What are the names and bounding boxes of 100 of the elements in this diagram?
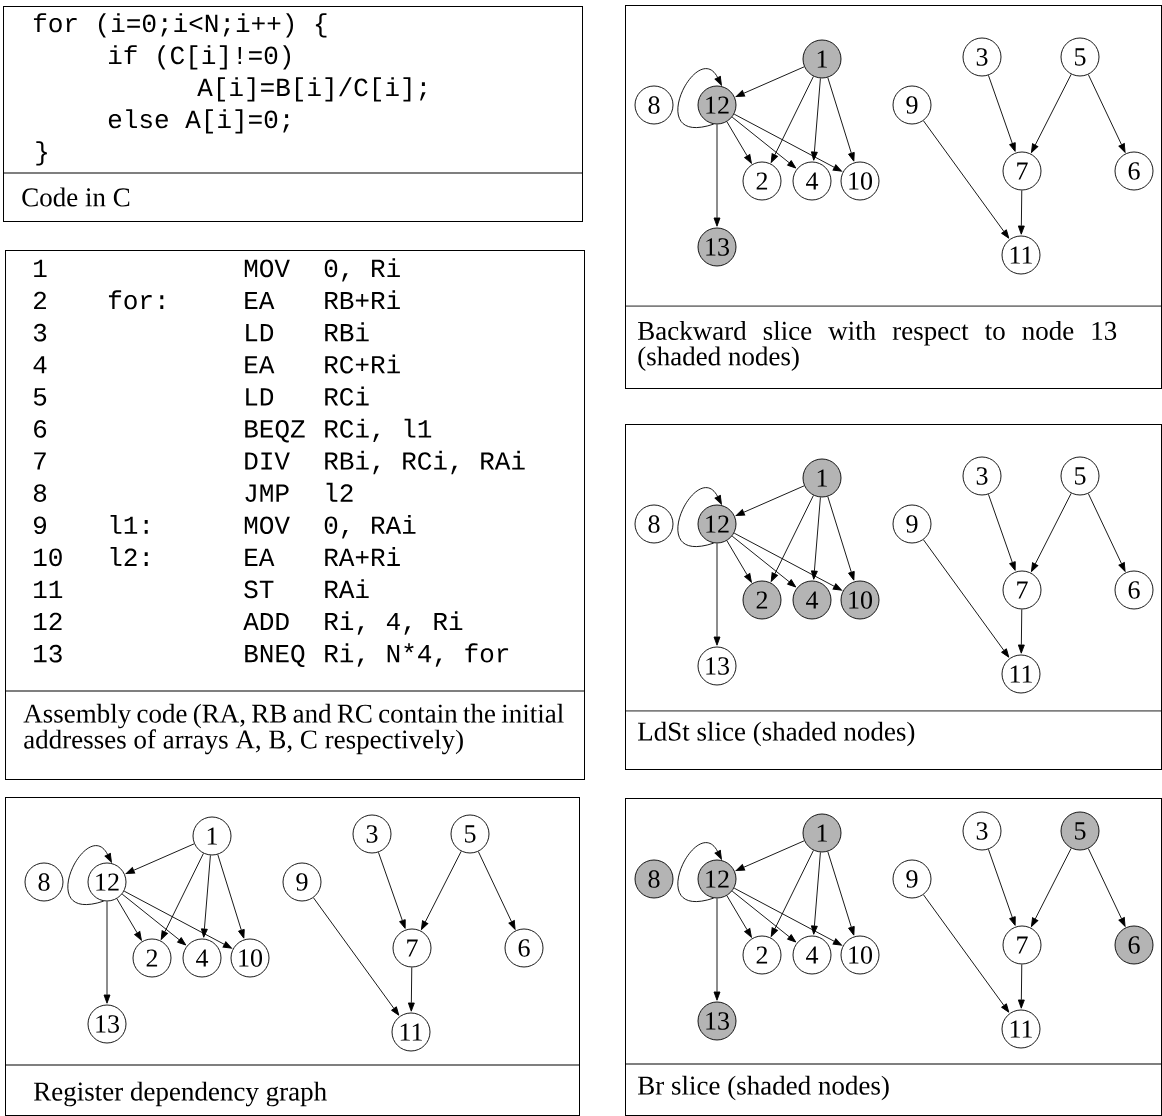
arrow	[1017, 964, 1025, 1009]
graph-node: 1	[802, 813, 842, 853]
arrow	[827, 77, 855, 162]
code-text: DIV	[245, 452, 290, 470]
graph-node: 4	[792, 580, 832, 620]
code-text: LD	[246, 324, 274, 342]
graph-node: 7	[1002, 151, 1042, 191]
arrow	[313, 897, 400, 1016]
graph-node: 2	[742, 580, 782, 620]
code-text: for:	[108, 290, 164, 310]
arrow	[827, 851, 855, 936]
graph-node: 3	[352, 814, 392, 854]
code-text: LD	[246, 388, 274, 406]
arrow	[731, 535, 797, 588]
arrow	[770, 495, 814, 582]
graph-node: 13	[87, 1004, 127, 1044]
graph-node: 7	[1002, 925, 1042, 965]
arrow	[713, 124, 721, 227]
code-text: EA	[245, 291, 275, 310]
arrow	[770, 76, 814, 163]
panel-label: Assembly code (RA, RB and RC contain the initial addresses of arrays A, B, C respectively)	[23, 703, 564, 755]
graph-node: 9	[892, 859, 932, 899]
graph-node: 8	[634, 859, 674, 899]
loop-arrow	[677, 68, 722, 128]
code-text: 9	[34, 516, 46, 535]
code-text: Ri, N*4, for	[325, 643, 509, 667]
code-text: 11	[34, 580, 63, 598]
graph-node: 11	[391, 1012, 431, 1052]
code-text: 0, RAi	[324, 514, 416, 539]
graph-node: 7	[1002, 570, 1042, 610]
code-text: 7	[34, 452, 46, 470]
panel-label: Code in C	[22, 187, 130, 207]
panel-label: Br slice (shaded nodes)	[638, 1075, 889, 1101]
arrow	[733, 113, 843, 172]
arrow	[988, 848, 1016, 926]
graph-node: 11	[1001, 654, 1041, 694]
arrow	[827, 496, 855, 581]
loop-arrow	[67, 845, 112, 905]
code-line: for (i=0;i<N;i++) {	[33, 13, 327, 38]
arrow	[735, 485, 805, 517]
graph-node: 11	[1001, 1009, 1041, 1049]
code-text: RA+Ri	[325, 547, 400, 566]
arrow	[477, 851, 516, 930]
arrow	[378, 851, 406, 929]
code-text: l2	[326, 482, 353, 502]
arrow	[103, 901, 111, 1004]
code-text: RCi	[325, 386, 369, 406]
code-text: l1:	[110, 514, 148, 534]
code-text: 0, Ri	[324, 258, 400, 282]
arrow	[1087, 74, 1126, 153]
code-line: }	[36, 141, 47, 166]
code-text: MOV	[244, 516, 290, 535]
code-text: 4	[33, 356, 47, 374]
arrow	[733, 532, 843, 591]
code-text: 1	[34, 259, 47, 277]
graph-node: 1	[802, 458, 842, 498]
graph-node: 3	[962, 37, 1002, 77]
panel-label: LdSt slice (shaded nodes)	[638, 721, 915, 747]
arrow	[1031, 492, 1072, 572]
graph-node: 12	[697, 85, 737, 125]
graph-node: 2	[742, 935, 782, 975]
panel-label: Register dependency graph	[34, 1081, 327, 1107]
arrow	[810, 851, 821, 935]
code-text: 8	[33, 484, 47, 502]
graph-node: 5	[450, 814, 490, 854]
code-text: 2	[34, 291, 46, 310]
graph-node: 6	[1114, 570, 1154, 610]
code-text: RC+Ri	[325, 354, 400, 374]
arrow	[1087, 493, 1126, 572]
arrow	[123, 890, 233, 949]
graph-node: 9	[892, 504, 932, 544]
graph-node: 4	[792, 161, 832, 201]
code-text: Ri, 4, Ri	[325, 611, 463, 635]
code-text: EA	[245, 548, 275, 566]
graph-node: 5	[1060, 37, 1100, 77]
graph-node: 8	[634, 504, 674, 544]
code-text: MOV	[244, 259, 290, 278]
code-text: RBi	[325, 322, 369, 342]
arrow	[810, 77, 821, 161]
code-text: EA	[245, 356, 275, 374]
graph-node: 13	[697, 1001, 737, 1041]
code-text: 12	[34, 612, 62, 631]
arrow	[200, 854, 211, 938]
arrow	[1087, 848, 1126, 927]
code-text: ST	[244, 580, 274, 599]
graph-node: 6	[1114, 925, 1154, 965]
arrow	[731, 116, 797, 169]
arrow	[726, 121, 752, 164]
graph-node: 9	[282, 862, 322, 902]
arrow	[1017, 609, 1025, 654]
code-text: 3	[33, 323, 47, 342]
loop-arrow	[677, 842, 722, 902]
arrow	[1017, 190, 1025, 235]
code-text: RCi, l1	[325, 418, 432, 443]
arrow	[735, 840, 805, 872]
code-text: 6	[34, 420, 47, 438]
loop-arrow	[677, 487, 722, 547]
graph-node: 10	[840, 161, 880, 201]
arrow	[726, 540, 752, 583]
graph-node: 1	[192, 816, 232, 856]
